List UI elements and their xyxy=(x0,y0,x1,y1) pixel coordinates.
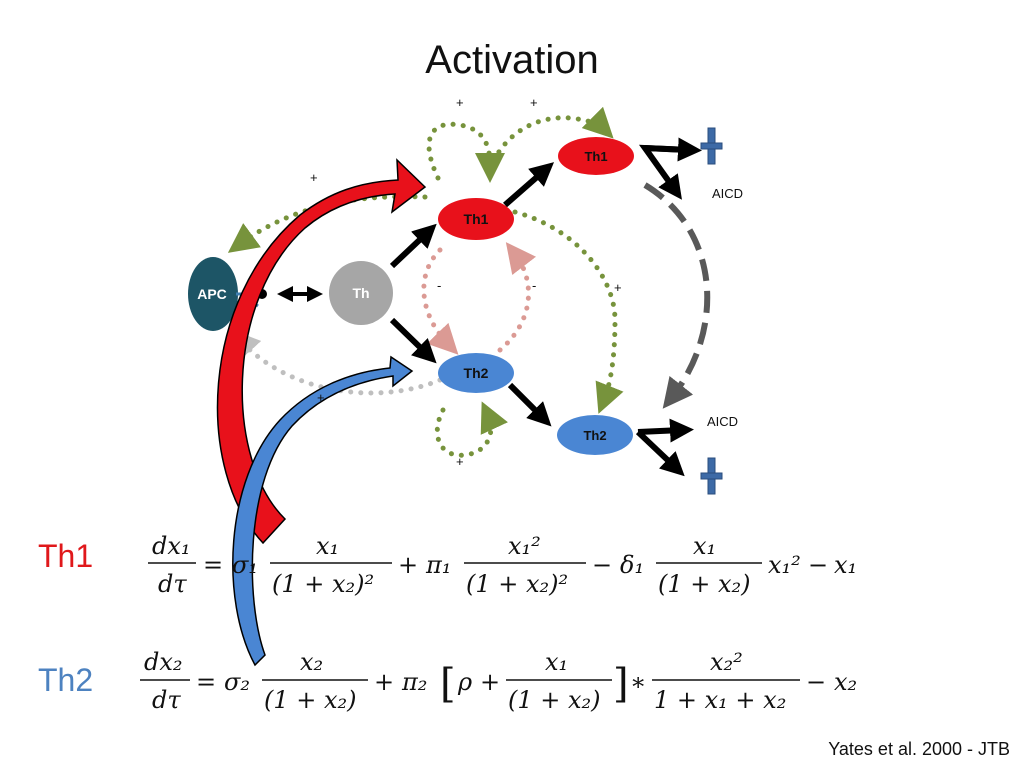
th1-a-label: Th1 xyxy=(464,211,489,227)
plus-label-5: + xyxy=(317,390,325,405)
svg-text:x₁: x₁ xyxy=(693,532,716,560)
arrow-th-to-th1 xyxy=(389,223,437,269)
green-arrow-th1-to-th1b xyxy=(487,106,614,173)
svg-text:+: + xyxy=(480,668,500,696)
th1b-fork xyxy=(638,144,689,200)
th2b-fate xyxy=(635,418,694,477)
plus-label-3: + xyxy=(310,170,318,185)
th-label: Th xyxy=(352,285,369,301)
svg-text:1 + x₁ + x₂: 1 + x₁ + x₂ xyxy=(654,686,786,714)
equation-th1: dx₁ dτ = σ₁ x₁ (1 + x₂)² + π₁ x₁² (1 + x… xyxy=(148,532,857,598)
svg-text:x₁²: x₁² xyxy=(508,532,541,560)
pink-arrow-th2-to-th1 xyxy=(497,242,537,353)
svg-text:x₁: x₁ xyxy=(545,648,568,676)
svg-text:x₂: x₂ xyxy=(834,668,857,696)
svg-text:x₂²: x₂² xyxy=(710,648,743,676)
svg-text:dx₁: dx₁ xyxy=(152,532,191,560)
svg-text:dτ: dτ xyxy=(152,686,181,714)
svg-text:−: − xyxy=(806,668,826,696)
minus-label-1: - xyxy=(437,278,441,293)
plus-label-1: + xyxy=(456,95,464,110)
svg-text:−: − xyxy=(808,551,828,579)
th2b-fork-right xyxy=(637,418,694,443)
svg-text:x₁: x₁ xyxy=(834,551,857,579)
svg-text:(1 + x₂): (1 + x₂) xyxy=(264,686,357,714)
plus-label-2: + xyxy=(530,95,538,110)
th2-b-label: Th2 xyxy=(583,428,606,443)
svg-text:dx₂: dx₂ xyxy=(144,648,183,676)
block-symbol-top xyxy=(700,127,723,165)
th2b-fork-down xyxy=(635,429,685,477)
svg-text:(1 + x₂): (1 + x₂) xyxy=(658,570,751,598)
svg-text:δ₁: δ₁ xyxy=(620,551,644,579)
equation-th2: dx₂ dτ = σ₂ x₂ (1 + x₂) + π₂ [ ρ + x₁ (1… xyxy=(140,648,857,714)
dashed-arrow-th1b-to-th2b xyxy=(643,182,711,409)
svg-text:∗: ∗ xyxy=(630,668,646,696)
citation: Yates et al. 2000 - JTB xyxy=(828,739,1010,759)
svg-text:(1 + x₂)²: (1 + x₂)² xyxy=(466,570,568,598)
plus-label-4: + xyxy=(614,280,622,295)
arrow-th2-to-th2b xyxy=(507,382,552,427)
equation-label-th2: Th2 xyxy=(38,662,94,698)
green-loop-th1-self xyxy=(426,121,505,183)
red-curved-arrow xyxy=(216,158,427,545)
apc-label: APC xyxy=(197,286,227,302)
svg-text:dτ: dτ xyxy=(158,570,187,598)
slide-title: Activation xyxy=(425,38,599,82)
arrow-th1-to-th1b xyxy=(503,162,555,208)
svg-text:σ₁: σ₁ xyxy=(232,551,258,579)
node-th: Th xyxy=(329,261,393,325)
svg-text:ρ: ρ xyxy=(457,668,472,696)
th2-a-label: Th2 xyxy=(464,365,489,381)
plus-label-6: + xyxy=(456,454,464,469)
svg-text:x₁: x₁ xyxy=(316,532,339,560)
th1b-fork-top xyxy=(644,137,702,162)
svg-text:π₁: π₁ xyxy=(425,551,451,579)
svg-text:π₂: π₂ xyxy=(401,668,427,696)
th1-b-label: Th1 xyxy=(584,149,607,164)
svg-text:x₂: x₂ xyxy=(300,648,323,676)
svg-text:+: + xyxy=(374,668,394,696)
node-th2-a: Th2 xyxy=(438,353,514,393)
node-th1-a: Th1 xyxy=(438,198,514,240)
svg-text:−: − xyxy=(592,551,612,579)
arrow-th-to-th2 xyxy=(389,317,437,364)
aicd-top: AICD xyxy=(712,186,743,201)
svg-text:(1 + x₂): (1 + x₂) xyxy=(508,686,601,714)
node-th1-b: Th1 xyxy=(558,137,634,175)
svg-text:x₁²: x₁² xyxy=(768,551,801,579)
minus-label-2: - xyxy=(532,278,536,293)
aicd-bottom: AICD xyxy=(707,414,738,429)
green-arrow-th1-to-th2b xyxy=(512,209,624,414)
svg-text:=: = xyxy=(196,668,216,696)
th1b-fate xyxy=(638,137,702,200)
node-th2-b: Th2 xyxy=(557,415,633,455)
svg-text:[: [ xyxy=(440,661,456,707)
green-loop-th2-self xyxy=(434,401,508,458)
svg-text:]: ] xyxy=(613,661,629,707)
inhibition-arrows xyxy=(421,242,537,355)
svg-text:=: = xyxy=(203,551,223,579)
svg-text:σ₂: σ₂ xyxy=(224,668,250,696)
block-symbol-bottom xyxy=(700,457,723,495)
pink-arrow-th1-to-th2 xyxy=(421,247,459,355)
equation-label-th1: Th1 xyxy=(38,538,94,574)
diagram-labels: AICD AICD + + + + + + - - xyxy=(310,95,743,469)
blue-curved-arrow xyxy=(232,355,414,667)
svg-text:+: + xyxy=(398,551,418,579)
differentiation-arrows xyxy=(277,162,555,427)
svg-text:(1 + x₂)²: (1 + x₂)² xyxy=(272,570,374,598)
